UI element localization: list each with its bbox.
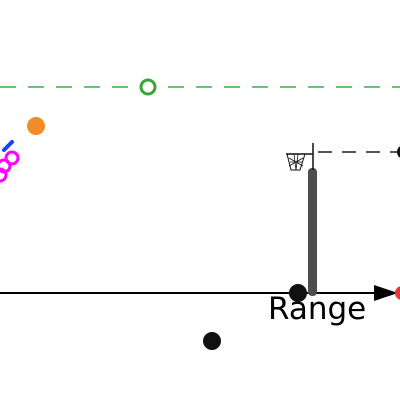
arrowhead-icon [374, 285, 398, 301]
range-label: Range [268, 291, 367, 327]
ball [27, 117, 45, 135]
trajectory-marker [0, 167, 8, 183]
trajectory-tip [2, 140, 14, 152]
reference-marker [139, 78, 157, 96]
rim-height-point [397, 146, 400, 158]
below-axis-point [203, 332, 221, 350]
trajectory-marker [4, 150, 20, 166]
range-end-marker [395, 286, 400, 300]
launch-point [289, 284, 307, 302]
basketball-hoop-icon [286, 143, 314, 171]
hoop-pole [308, 168, 317, 296]
